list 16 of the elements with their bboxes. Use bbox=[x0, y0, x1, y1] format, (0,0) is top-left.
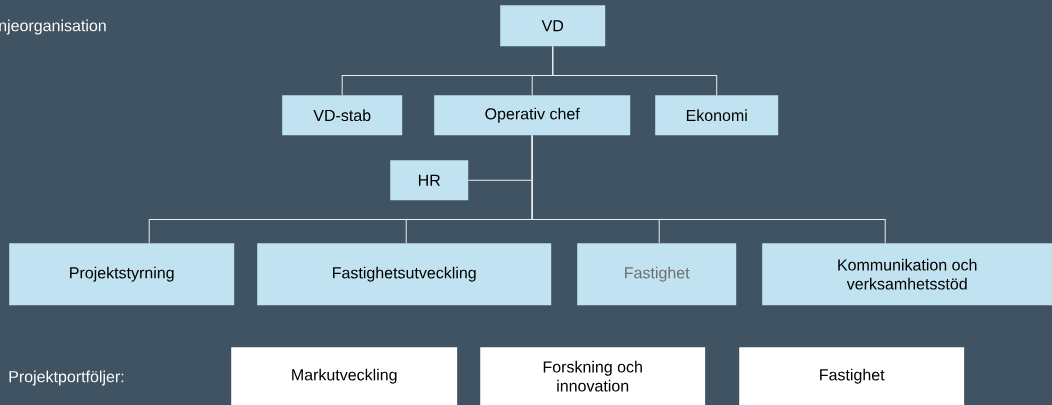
org-box: HR bbox=[390, 160, 469, 201]
org-box: Fastighet bbox=[577, 243, 737, 306]
subtitle: njeorganisation bbox=[0, 19, 106, 35]
row-label: Projektportföljer: bbox=[9, 370, 124, 386]
org-box: VD-stab bbox=[282, 95, 403, 136]
org-box: Fastighetsutveckling bbox=[257, 243, 552, 306]
org-box: Projektstyrning bbox=[9, 243, 235, 306]
org-box: Operativ chef bbox=[434, 95, 631, 136]
connector-line bbox=[531, 134, 886, 244]
portfolio-box: Forskning och innovation bbox=[480, 347, 706, 405]
org-box: Ekonomi bbox=[655, 95, 779, 136]
org-box: VD bbox=[500, 5, 606, 47]
portfolio-box: Markutveckling bbox=[231, 347, 458, 405]
org-box: Kommunikation och verksamhetsstöd bbox=[762, 243, 1052, 306]
portfolio-box: Fastighet bbox=[739, 347, 965, 405]
connector-line bbox=[552, 45, 718, 96]
